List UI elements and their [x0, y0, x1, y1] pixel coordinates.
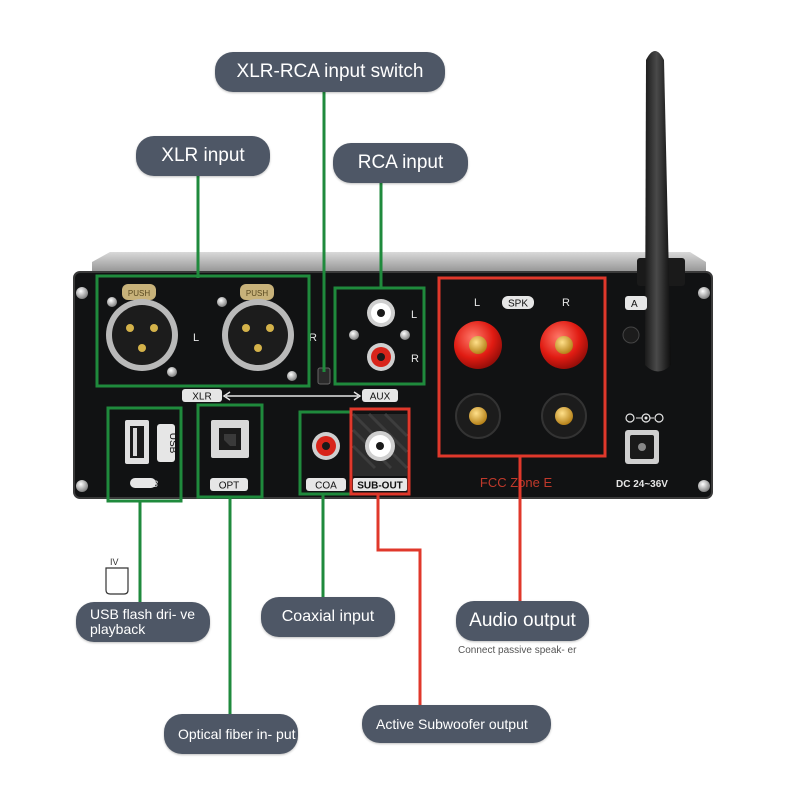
callout-xlr-input-text: XLR input	[161, 145, 245, 166]
callout-usb-text: USB flash dri- ve playback	[90, 606, 196, 637]
svg-text:PUSH: PUSH	[128, 289, 150, 298]
xlr-left-connector: PUSH	[106, 284, 178, 377]
sub-out-panel-label: SUB-OUT	[357, 481, 403, 492]
callout-rca-input-text: RCA input	[357, 152, 444, 173]
xlr-l-label: L	[193, 332, 199, 344]
callout-audio-output-text: Audio output	[469, 610, 576, 631]
xlr-right-connector: PUSH	[217, 284, 297, 381]
svg-text:PUSH: PUSH	[246, 289, 268, 298]
aux-r-label: R	[411, 353, 419, 365]
spk-panel-label: SPK	[508, 299, 528, 310]
callout-optical: Optical fiber in- put	[164, 714, 298, 754]
callout-rca-input: RCA input	[333, 143, 468, 183]
sub-out-jack: SUB-OUT	[351, 412, 409, 492]
svg-text:IV: IV	[110, 557, 119, 567]
callout-subwoofer-text: Active Subwoofer output	[376, 715, 528, 732]
callout-xlr-rca-switch: XLR-RCA input switch	[215, 52, 445, 92]
callout-coaxial-text: Coaxial input	[281, 608, 375, 625]
dc-power-jack	[625, 430, 659, 464]
optical-port: OPT	[210, 420, 249, 492]
callout-subwoofer: Active Subwoofer output	[362, 705, 551, 743]
opt-panel-label: OPT	[219, 481, 240, 492]
usb-port: USB B	[125, 420, 178, 489]
rca-white-jack	[367, 299, 395, 327]
rca-red-jack	[367, 343, 395, 371]
ant-label: A	[631, 299, 638, 310]
callout-coaxial: Coaxial input	[261, 597, 395, 637]
audio-output-note: Connect passive speak- er	[458, 645, 577, 656]
svg-text:R: R	[562, 297, 570, 309]
usb-stick-icon: IV	[105, 557, 129, 595]
coaxial-jack: COA	[306, 432, 346, 492]
speaker-terminals: L R SPK	[454, 296, 588, 439]
green-leaders	[138, 92, 383, 718]
xlr-r-label: R	[309, 332, 317, 344]
chassis-top	[92, 252, 706, 275]
callout-audio-output: Audio output	[456, 601, 589, 641]
svg-text:B: B	[152, 479, 158, 489]
antenna-icon	[637, 51, 685, 372]
aux-panel-label: AUX	[370, 392, 391, 403]
callout-xlr-input: XLR input	[136, 136, 270, 176]
callout-optical-text: Optical fiber in- put	[178, 725, 296, 742]
dc-label: DC 24~36V	[616, 479, 668, 490]
callout-usb: USB flash dri- ve playback	[76, 602, 210, 642]
usb-panel-label: USB	[167, 433, 178, 454]
coa-panel-label: COA	[315, 481, 337, 492]
dc-polarity-icon	[625, 413, 664, 423]
red-highlights	[349, 276, 607, 496]
panel-screws	[76, 287, 710, 492]
xlr-panel-label: XLR	[192, 392, 211, 403]
callout-xlr-rca-switch-text: XLR-RCA input switch	[236, 61, 424, 82]
aux-l-label: L	[411, 309, 417, 321]
fcc-label: FCC Zone E	[480, 475, 553, 490]
red-leaders	[376, 456, 522, 705]
svg-text:L: L	[474, 297, 480, 309]
